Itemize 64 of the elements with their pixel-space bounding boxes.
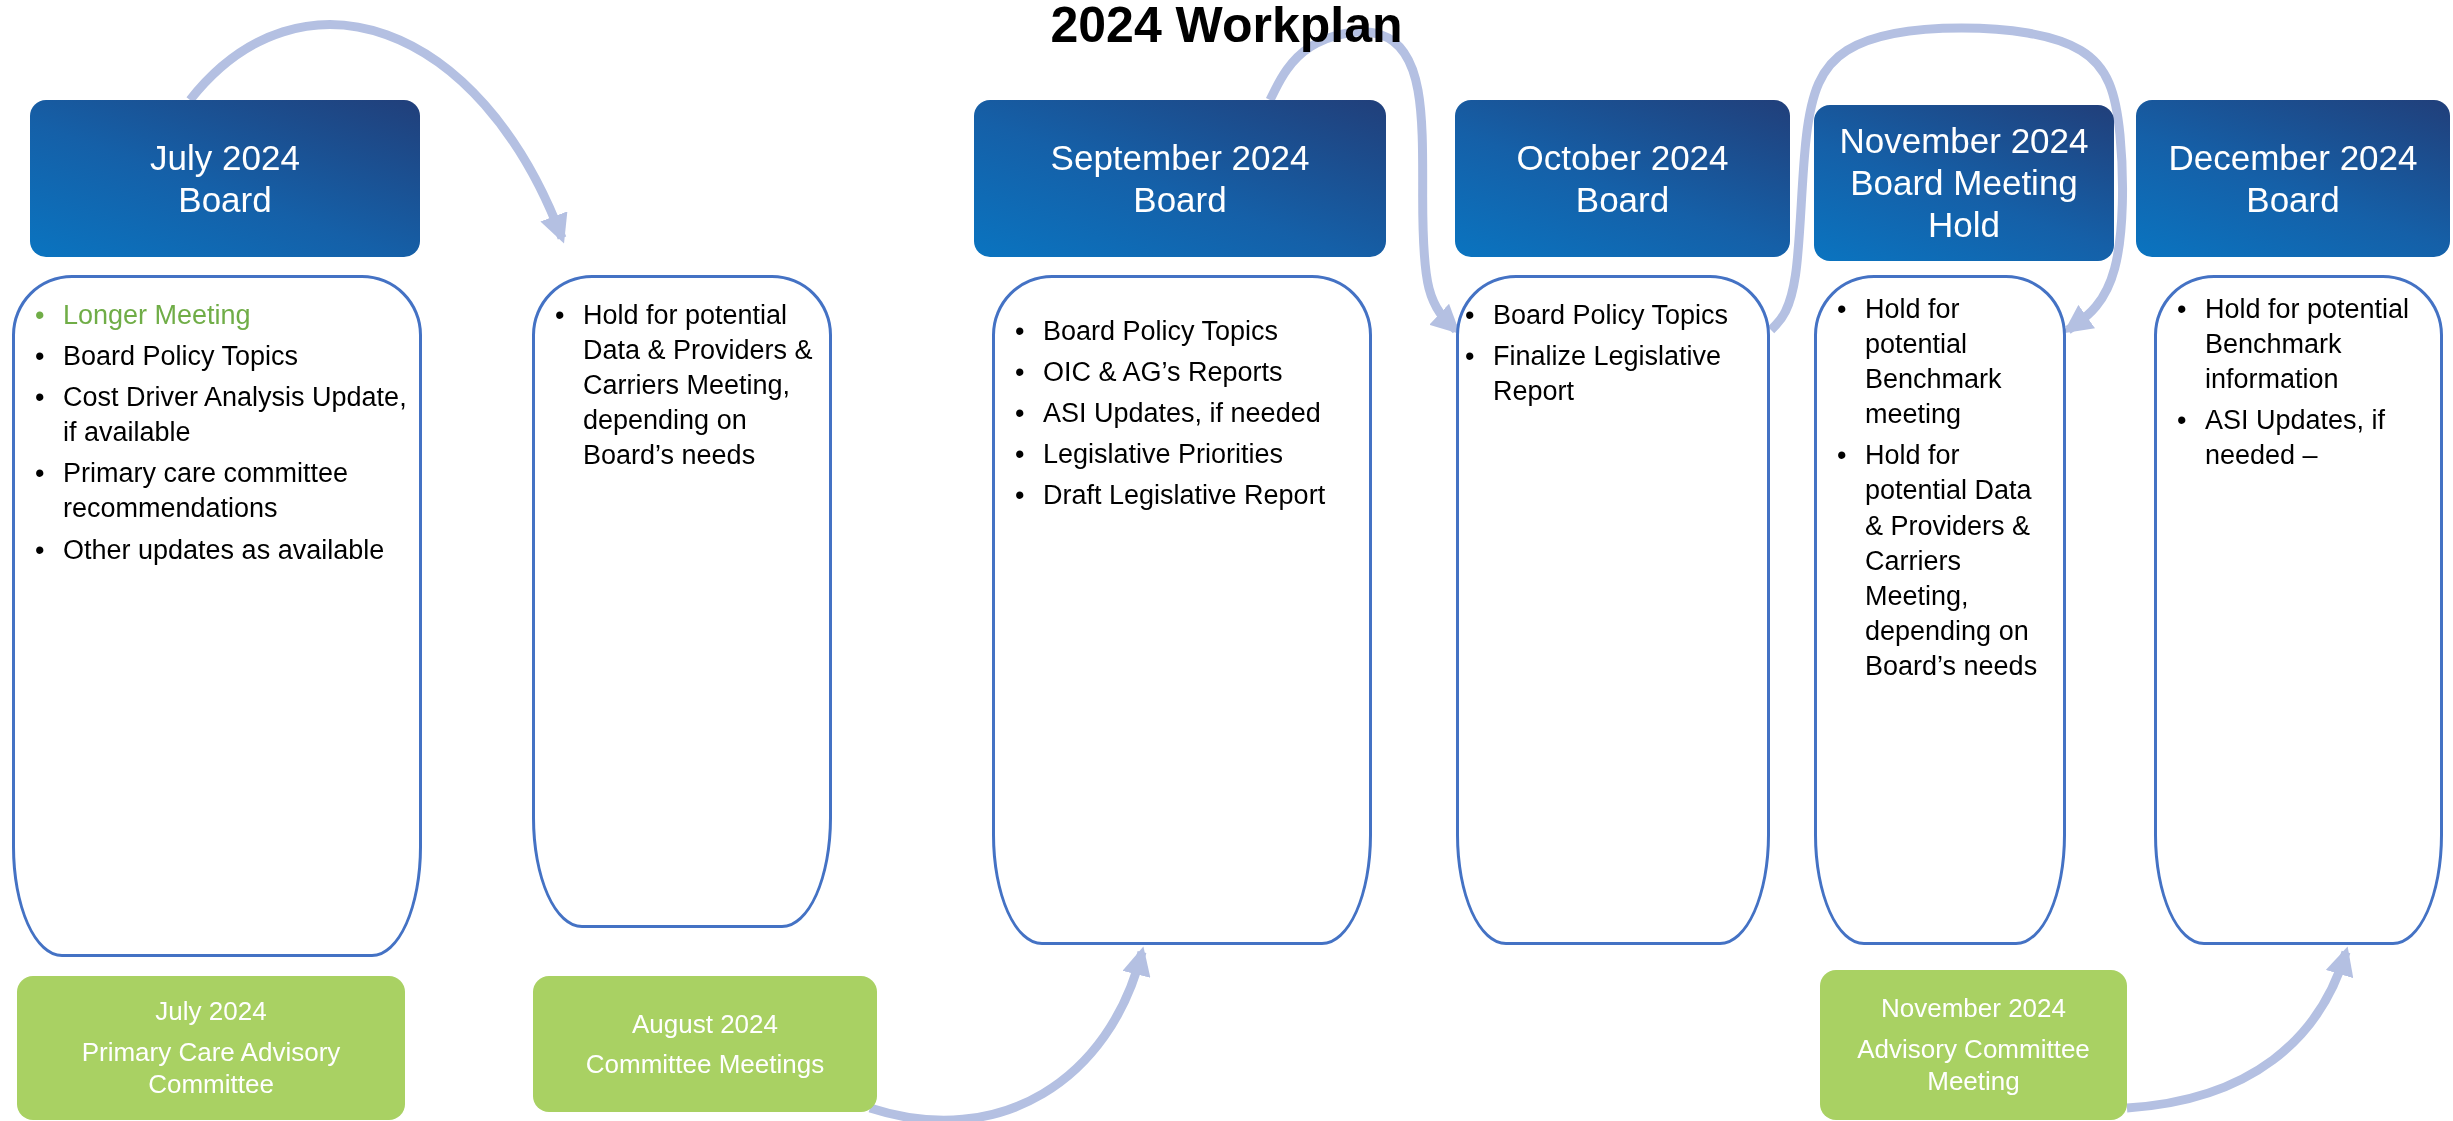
header-title: October 2024 Board [1515,136,1730,221]
month-header-box [30,100,420,257]
agenda-item: Hold for potential Data & Providers & Carriers Meeting, depending on Board’s needs [1865,439,2039,683]
month-header-box [974,100,1386,257]
bullet-marker: • [1015,315,1026,348]
agenda-item: Longer Meeting [63,299,252,332]
agenda-item: Draft Legislative Report [1043,479,1327,513]
bullet-marker: • [35,340,46,374]
header-title: November 2024 Board Meeting Hold [1838,120,2090,246]
month-header-box [1814,105,2114,261]
bullet-marker: • [35,381,46,415]
committee-label: August 2024 [632,1007,778,1040]
month-header-box [1455,100,1790,257]
agenda-card [532,275,832,928]
bullet-marker: • [555,299,566,332]
agenda-item: Hold for potential Benchmark information [2205,293,2411,397]
bullet-marker: • [1015,479,1026,513]
curved-arrow [868,946,1149,1121]
agenda-item: Primary care committee recommendations [63,457,350,526]
bullet-marker: • [35,457,46,491]
committee-label: Advisory Committee Meeting [1856,1032,2091,1098]
agenda-card [12,275,422,957]
bullet-marker: • [1837,293,1848,326]
bullet-marker: • [35,299,46,332]
bullet-marker: • [1465,340,1476,374]
agenda-card [1814,275,2066,945]
agenda-card [992,275,1372,945]
agenda-item: ASI Updates, if needed [1043,397,1322,431]
agenda-item: Hold for potential Data & Providers & Carriers Meeting, depending on Board’s needs [583,299,814,473]
bullet-marker: • [1837,439,1848,473]
committee-label: Committee Meetings [585,1048,825,1081]
agenda-card [2154,275,2443,945]
bullet-marker: • [2177,293,2188,326]
bullet-marker: • [1015,438,1026,472]
header-title: December 2024 Board [2167,136,2419,221]
agenda-item: Board Policy Topics [1493,299,1730,332]
bullet-marker: • [1465,299,1476,332]
committee-label: July 2024 [155,995,267,1028]
agenda-item: Hold for potential Benchmark meeting [1865,293,2003,432]
agenda-item: Cost Driver Analysis Update, if available [63,381,408,450]
agenda-item: OIC & AG’s Reports [1043,356,1284,390]
committee-box [17,976,405,1120]
bullet-marker: • [2177,404,2188,438]
committee-box [1820,970,2127,1120]
curved-arrow [1767,23,2127,334]
committee-box [533,976,877,1112]
agenda-item: Board Policy Topics [1043,315,1280,348]
month-header-box [2136,100,2450,257]
header-title: July 2024 Board [149,136,301,221]
bullet-marker: • [35,533,46,567]
agenda-item: ASI Updates, if needed – [2205,404,2387,473]
agenda-item: Finalize Legislative Report [1493,340,1723,409]
bullet-marker: • [1015,397,1026,431]
agenda-item: Other updates as available [63,533,386,567]
bullet-marker: • [1015,356,1026,390]
committee-label: Primary Care Advisory Committee [80,1035,342,1101]
curved-arrow [2126,946,2353,1113]
agenda-item: Legislative Priorities [1043,438,1285,472]
committee-label: November 2024 [1881,992,2066,1025]
agenda-item: Board Policy Topics [63,340,300,374]
header-title: September 2024 Board [1049,136,1311,221]
agenda-card [1456,275,1770,945]
diagram-title: 2024 Workplan [1050,0,1403,50]
curved-arrow [186,20,567,244]
